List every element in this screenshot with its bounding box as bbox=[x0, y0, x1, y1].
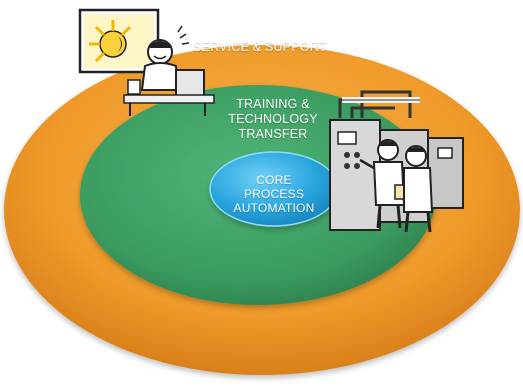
core-label: CORE PROCESS AUTOMATION bbox=[233, 173, 315, 215]
outer-ring-label: SERVICE & SUPPORT bbox=[193, 40, 327, 54]
support-agent-illustration bbox=[78, 8, 215, 116]
middle-ring-label: TRAINING & TECHNOLOGY TRANSFER bbox=[228, 97, 318, 141]
engineers-at-control-panel-illustration bbox=[329, 90, 464, 233]
